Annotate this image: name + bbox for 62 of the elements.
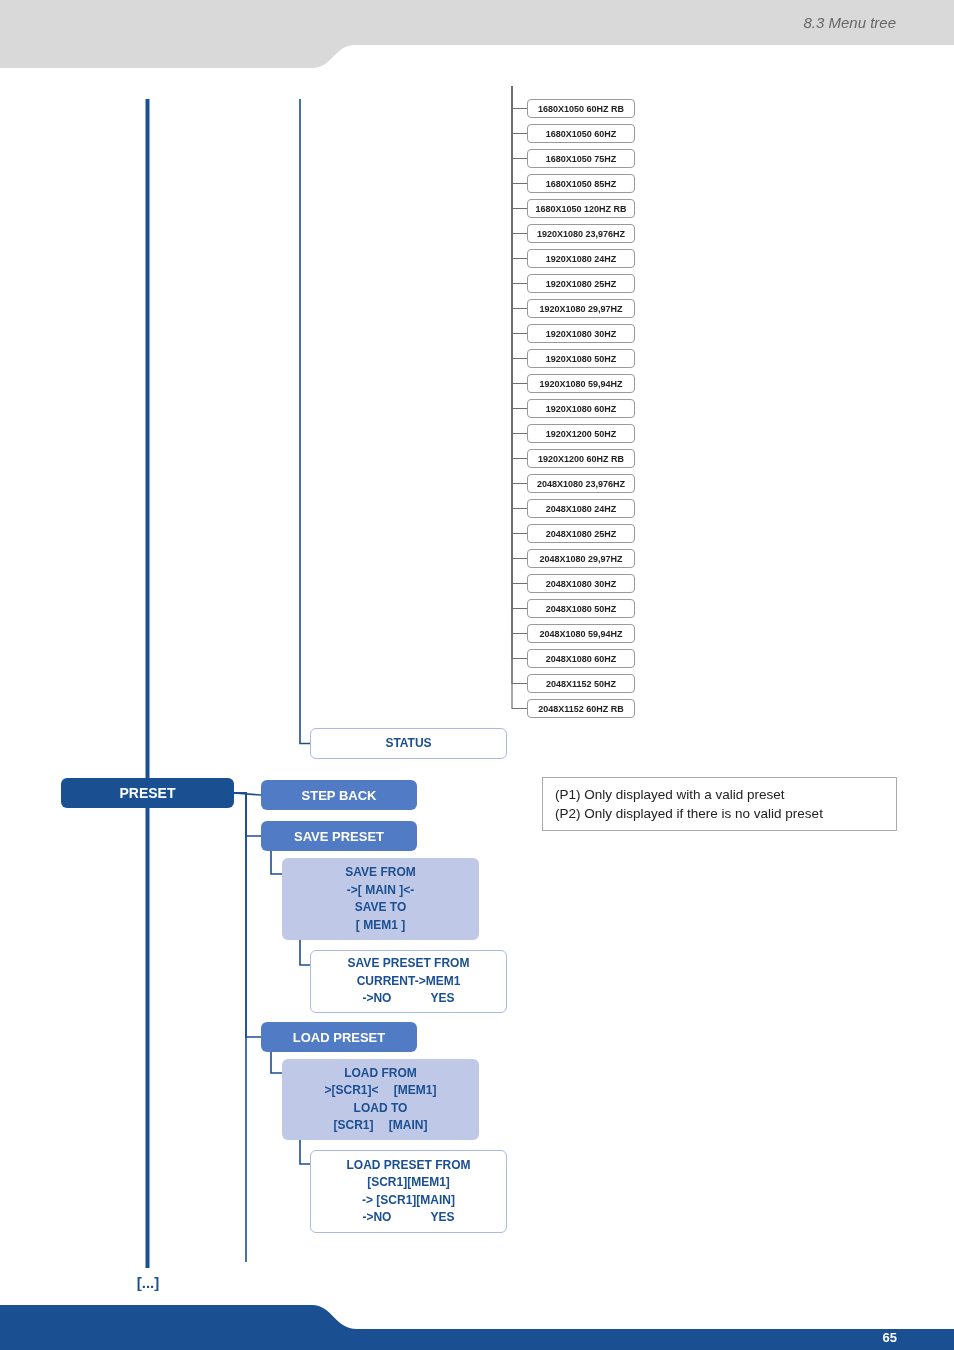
menu-root-box: PRESET xyxy=(61,778,234,808)
connector-line xyxy=(299,939,311,966)
display-line: LOAD FROM xyxy=(344,1064,417,1082)
menu-item-box: 1920X1080 25HZ xyxy=(527,274,635,293)
display-box xyxy=(282,858,479,940)
display-line: CURRENT->MEM1 xyxy=(356,972,461,990)
connector-line xyxy=(270,1051,283,1074)
menu-item-box: 1680X1050 85HZ xyxy=(527,174,635,193)
menu-item-box: 1920X1200 50HZ xyxy=(527,424,635,443)
menu-item-box: STATUS xyxy=(310,728,507,759)
display-line: LOAD TO xyxy=(353,1099,408,1117)
display-line: [ MEM1 ] xyxy=(355,916,406,934)
menu-item-box: 1680X1050 60HZ xyxy=(527,124,635,143)
note-box xyxy=(542,777,897,831)
section-title: 8.3 Menu tree xyxy=(803,14,896,31)
display-line: SAVE TO xyxy=(354,899,407,916)
tree-line xyxy=(145,99,150,778)
menu-item-box: LOAD PRESET xyxy=(261,1022,417,1052)
display-line: LOAD PRESET FROM xyxy=(346,1156,471,1174)
display-line: ->NO YES xyxy=(362,1209,455,1226)
display-line: SAVE FROM xyxy=(345,864,416,881)
menu-item-box: 2048X1080 24HZ xyxy=(527,499,635,518)
display-line: -> [SCR1][MAIN] xyxy=(362,1191,455,1209)
menu-item-box: 2048X1152 60HZ RB xyxy=(527,699,635,718)
tree-line xyxy=(299,98,311,745)
menu-item-box: 2048X1080 59,94HZ xyxy=(527,624,635,643)
menu-item-box: 2048X1152 50HZ xyxy=(527,674,635,693)
menu-item-box: 1920X1200 60HZ RB xyxy=(527,449,635,468)
connector-line xyxy=(270,850,283,875)
display-line: SAVE PRESET FROM xyxy=(347,955,470,973)
connector-line xyxy=(145,808,150,1268)
menu-item-box: 2048X1080 50HZ xyxy=(527,599,635,618)
menu-item-box: STEP BACK xyxy=(261,780,417,810)
connector-line xyxy=(299,1139,311,1165)
menu-item-box: SAVE PRESET xyxy=(261,821,417,851)
continuation-text: [...] xyxy=(136,1273,160,1291)
dialog-box xyxy=(310,950,507,1013)
menu-item-box: 1680X1050 75HZ xyxy=(527,149,635,168)
note-text: (P1) Only displayed with a valid preset xyxy=(555,786,785,804)
display-line: ->[ MAIN ]<- xyxy=(346,881,415,899)
display-line: [SCR1] [MAIN] xyxy=(333,1117,428,1134)
menu-item-box: 2048X1080 23,976HZ xyxy=(527,474,635,493)
menu-item-box: 2048X1080 60HZ xyxy=(527,649,635,668)
menu-item-box: 2048X1080 25HZ xyxy=(527,524,635,543)
dialog-box xyxy=(310,1150,507,1233)
menu-item-box: 1920X1080 60HZ xyxy=(527,399,635,418)
menu-item-box: 1680X1050 60HZ RB xyxy=(527,99,635,118)
note-text: (P2) Only displayed if there is no valid preset xyxy=(555,805,823,823)
menu-item-box: 1920X1080 30HZ xyxy=(527,324,635,343)
display-line: >[SCR1]< [MEM1] xyxy=(324,1082,437,1099)
display-line: ->NO YES xyxy=(362,990,455,1008)
display-line: [SCR1][MEM1] xyxy=(367,1174,450,1191)
display-box xyxy=(282,1059,479,1140)
menu-item-box: 1680X1050 120HZ RB xyxy=(527,199,635,218)
menu-item-box: 2048X1080 30HZ xyxy=(527,574,635,593)
menu-item-box: 1920X1080 24HZ xyxy=(527,249,635,268)
menu-item-box: 1920X1080 29,97HZ xyxy=(527,299,635,318)
menu-item-box: 1920X1080 50HZ xyxy=(527,349,635,368)
menu-item-box: 1920X1080 23,976HZ xyxy=(527,224,635,243)
menu-item-box: 2048X1080 29,97HZ xyxy=(527,549,635,568)
menu-item-box: 1920X1080 59,94HZ xyxy=(527,374,635,393)
page-number: 65 xyxy=(882,1330,897,1345)
